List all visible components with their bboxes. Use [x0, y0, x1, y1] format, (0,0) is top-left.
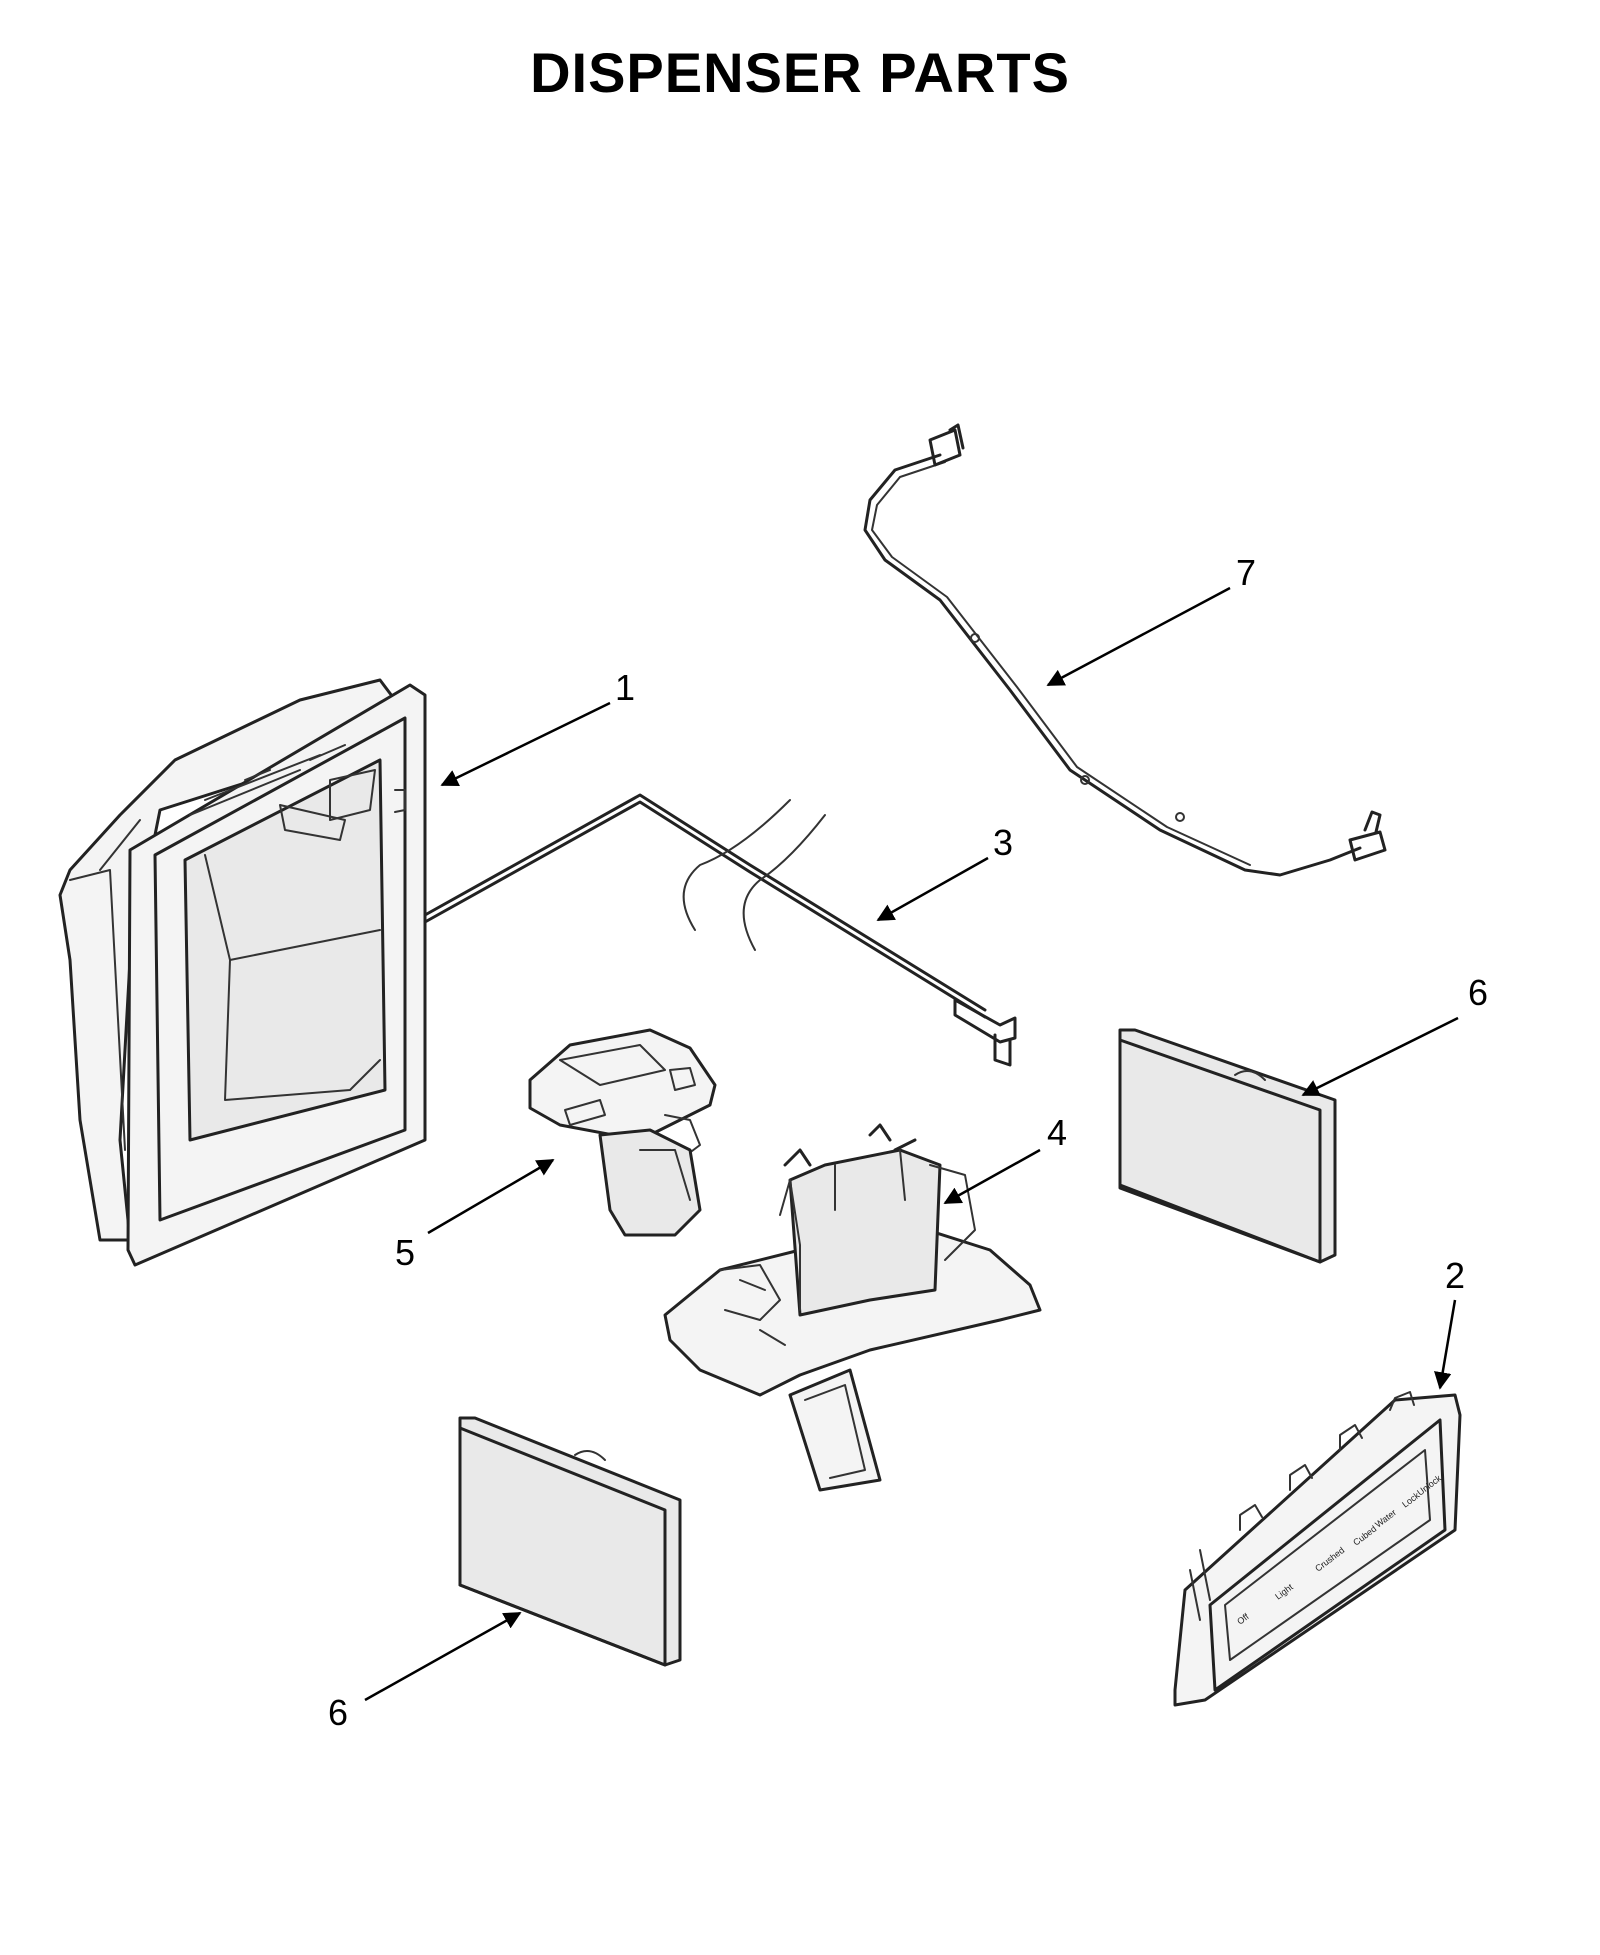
part-3-water-tube[interactable] — [423, 793, 1017, 1067]
callout-4: 4 — [1047, 1112, 1067, 1153]
callout-6a: 6 — [1468, 972, 1488, 1013]
callout-2: 2 — [1445, 1255, 1465, 1296]
leader-5 — [427, 1158, 555, 1235]
leader-lines — [364, 586, 1459, 1702]
leader-6a — [1301, 1016, 1459, 1097]
part-6-trim-panel-upper[interactable] — [1118, 1028, 1337, 1264]
page-title: DISPENSER PARTS — [530, 41, 1070, 104]
leader-4 — [943, 1148, 1041, 1205]
part-4-switch-assembly[interactable] — [663, 1123, 1042, 1492]
callout-3: 3 — [993, 822, 1013, 863]
part-2-control-panel[interactable]: Off Light Crushed Cubed Water Lock Unloc… — [1173, 1391, 1462, 1707]
part-7-wire-harness[interactable] — [863, 423, 1387, 877]
leader-7 — [1046, 586, 1231, 687]
leader-6b — [364, 1611, 522, 1702]
callout-1: 1 — [615, 667, 635, 708]
leader-2 — [1434, 1299, 1457, 1390]
callout-5: 5 — [395, 1232, 415, 1273]
callout-7: 7 — [1236, 552, 1256, 593]
part-1-dispenser-housing[interactable] — [58, 678, 427, 1267]
leader-3 — [876, 856, 989, 922]
part-6-trim-panel-lower[interactable] — [458, 1416, 682, 1667]
callout-numbers: 1 3 7 6 4 5 2 6 — [328, 552, 1488, 1733]
part-5-actuator[interactable] — [528, 1028, 717, 1237]
callout-6b: 6 — [328, 1692, 348, 1733]
leader-1 — [440, 701, 611, 787]
